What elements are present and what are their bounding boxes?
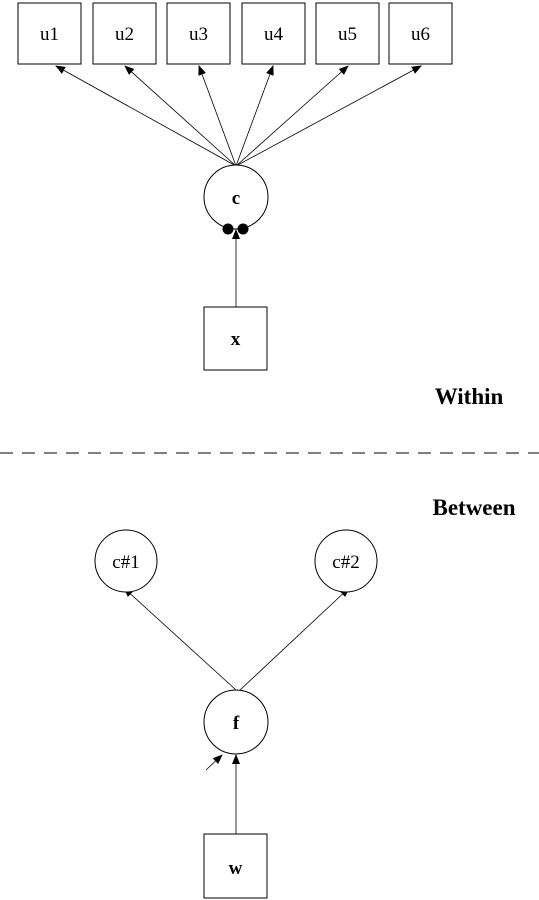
random-effect-dot bbox=[238, 224, 249, 235]
within-section-label: Within bbox=[435, 384, 504, 409]
indicator-label: u3 bbox=[189, 24, 208, 45]
latent-class-c: c bbox=[204, 165, 268, 229]
residual-arrow-f bbox=[206, 755, 222, 770]
indicator-u3: u3 bbox=[167, 3, 230, 64]
path-c-u6 bbox=[236, 66, 421, 166]
factor-f: f bbox=[204, 690, 268, 754]
indicator-label: u1 bbox=[40, 24, 59, 45]
path-c-u4 bbox=[236, 66, 273, 166]
indicator-u6: u6 bbox=[389, 3, 452, 64]
latent-class-label: c bbox=[232, 188, 240, 209]
indicator-label: u4 bbox=[264, 24, 284, 45]
indicator-u2: u2 bbox=[93, 3, 156, 64]
between-section-label: Between bbox=[432, 495, 515, 520]
path-c-u1 bbox=[56, 66, 236, 166]
random-intercept-c2: c#2 bbox=[315, 530, 377, 592]
indicator-u5: u5 bbox=[316, 3, 379, 64]
random-intercept-c1: c#1 bbox=[95, 530, 157, 592]
random-effect-dot bbox=[223, 224, 234, 235]
indicator-u1: u1 bbox=[18, 3, 81, 64]
covariate-label: w bbox=[229, 858, 243, 879]
indicator-label: u6 bbox=[411, 24, 430, 45]
random-intercept-label: c#1 bbox=[112, 552, 139, 573]
indicator-label: u2 bbox=[115, 24, 134, 45]
factor-label: f bbox=[233, 713, 240, 734]
random-intercept-label: c#2 bbox=[332, 552, 359, 573]
path-c-u2 bbox=[125, 66, 236, 166]
path-f-c1 bbox=[124, 588, 236, 690]
path-f-c2 bbox=[240, 588, 349, 690]
path-c-u5 bbox=[236, 66, 348, 166]
indicator-label: u5 bbox=[338, 24, 357, 45]
indicator-u4: u4 bbox=[242, 3, 305, 64]
covariate-label: x bbox=[231, 329, 241, 350]
path-c-u3 bbox=[199, 66, 236, 166]
covariate-w: w bbox=[204, 834, 267, 898]
covariate-x: x bbox=[204, 307, 267, 370]
